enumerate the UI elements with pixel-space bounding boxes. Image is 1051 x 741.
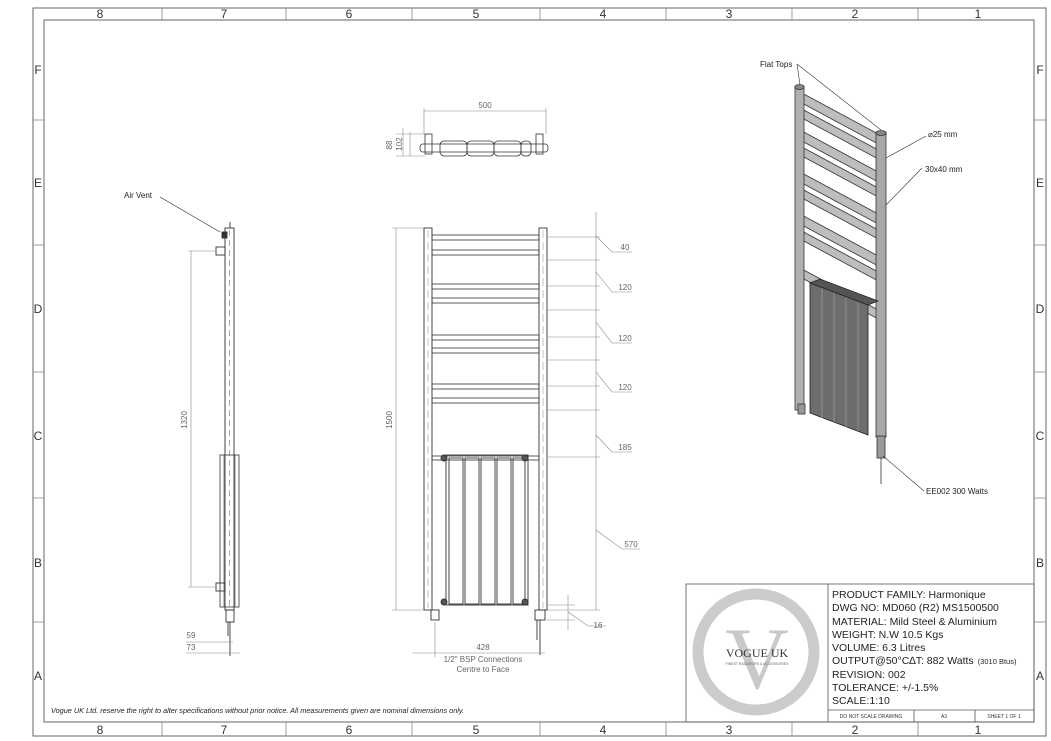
title-block (685, 583, 1035, 723)
dimension-side-b: 73 (187, 643, 196, 652)
paper-size: A3 (941, 714, 947, 720)
do-not-scale: DO NOT SCALE DRAWING (840, 714, 903, 720)
dimension-side-a: 59 (187, 631, 196, 640)
logo-tagline: FINEST RADIATORS & ACCESSORIES (726, 662, 789, 666)
dimension-height: 1500 (385, 411, 394, 429)
disclaimer: Vogue UK Ltd. reserve the right to alter… (51, 706, 464, 715)
air-vent-label: Air Vent (124, 191, 153, 200)
iso-leaders (796, 63, 927, 492)
output-watts: OUTPUT@50°C∆T: 882 Watts (832, 655, 974, 667)
logo-letter: V (725, 611, 789, 708)
row-label: B (1036, 556, 1044, 570)
diameter-label: ⌀25 mm (928, 130, 958, 139)
row-label: F (1036, 63, 1043, 77)
bsp-note-line1: 1/2" BSP Connections (444, 655, 523, 664)
dimension-gap: 40 (621, 243, 630, 252)
material: MATERIAL: Mild Steel & Aluminium (832, 616, 997, 628)
row-label: D (34, 302, 43, 316)
row-label: D (1036, 302, 1045, 316)
towel-bars (431, 234, 540, 461)
col-label: 4 (600, 7, 607, 21)
element-label: EE002 300 Watts (926, 487, 988, 496)
col-label: 1 (975, 7, 982, 21)
output: OUTPUT@50°C∆T: 882 Watts (3010 Btus) (832, 655, 1017, 667)
side-view (215, 222, 240, 656)
col-label: 3 (726, 7, 733, 21)
col-label: 5 (473, 7, 480, 21)
volume: VOLUME: 6.3 Litres (832, 642, 925, 654)
logo-name: VOGUE UK (726, 646, 789, 660)
vogue-logo: V VOGUE UK FINEST RADIATORS & ACCESSORIE… (692, 588, 820, 716)
col-label: 4 (600, 723, 607, 737)
iso-panel (808, 278, 880, 436)
isometric-view (794, 84, 887, 484)
row-label: A (1036, 669, 1044, 683)
weight: WEIGHT: N.W 10.5 Kgs (832, 629, 943, 641)
output-btu: (3010 Btus) (978, 657, 1017, 666)
revision: REVISION: 002 (832, 669, 906, 681)
col-label: 6 (346, 723, 353, 737)
product-family: PRODUCT FAMILY: Harmonique (832, 589, 986, 601)
top-view (419, 133, 549, 157)
col-label: 5 (473, 723, 480, 737)
sheet-number: SHEET 1 OF 1 (987, 714, 1020, 720)
front-view (423, 227, 548, 655)
dimension-depth-a: 88 (385, 140, 394, 149)
col-label: 7 (221, 723, 228, 737)
diameter-symbol: ⌀ (928, 130, 933, 139)
tube-size-label: 30x40 mm (925, 165, 963, 174)
row-label: E (34, 176, 42, 190)
scale: SCALE:1:10 (832, 695, 890, 707)
col-label: 2 (852, 723, 859, 737)
row-labels-right: F E D C B A (1036, 63, 1045, 683)
zone-dividers (33, 8, 1046, 736)
dimension-centres: 1320 (180, 411, 189, 429)
dimension-gap: 120 (618, 334, 632, 343)
aluminium-panel (440, 454, 529, 606)
row-label: F (34, 63, 41, 77)
dimension-gap: 120 (618, 383, 632, 392)
col-label: 2 (852, 7, 859, 21)
col-label: 1 (975, 723, 982, 737)
dimension-gap: 570 (624, 540, 638, 549)
col-label: 8 (97, 7, 104, 21)
dimension-gap: 185 (618, 443, 632, 452)
col-label: 3 (726, 723, 733, 737)
column-labels-top: 8 7 6 5 4 3 2 1 (97, 7, 982, 21)
front-dim-lines (392, 212, 640, 657)
row-labels-left: F E D C B A (34, 63, 43, 683)
side-dim-lines (186, 250, 240, 654)
tolerance: TOLERANCE: +/-1.5% (832, 682, 938, 694)
top-dim-lines (396, 108, 547, 157)
flat-tops-label: Flat Tops (760, 60, 792, 69)
dimension-gap: 120 (618, 283, 632, 292)
row-label: B (34, 556, 42, 570)
dimension-connection-centres: 428 (476, 643, 490, 652)
dimension-width-top: 500 (478, 101, 492, 110)
diameter-value: 25 mm (933, 130, 958, 139)
row-label: A (34, 669, 42, 683)
row-label: E (1036, 176, 1044, 190)
bsp-note-line2: Centre to Face (457, 665, 510, 674)
drawing-number: DWG NO: MD060 (R2) MS1500500 (832, 602, 999, 614)
dimension-depth-b: 102 (395, 137, 404, 151)
column-labels-bottom: 8 7 6 5 4 3 2 1 (97, 723, 982, 737)
col-label: 7 (221, 7, 228, 21)
col-label: 6 (346, 7, 353, 21)
col-label: 8 (97, 723, 104, 737)
air-vent-leader (159, 196, 221, 233)
row-label: C (1036, 429, 1045, 443)
row-label: C (34, 429, 43, 443)
dimension-bottom-offset: 16 (594, 621, 603, 630)
